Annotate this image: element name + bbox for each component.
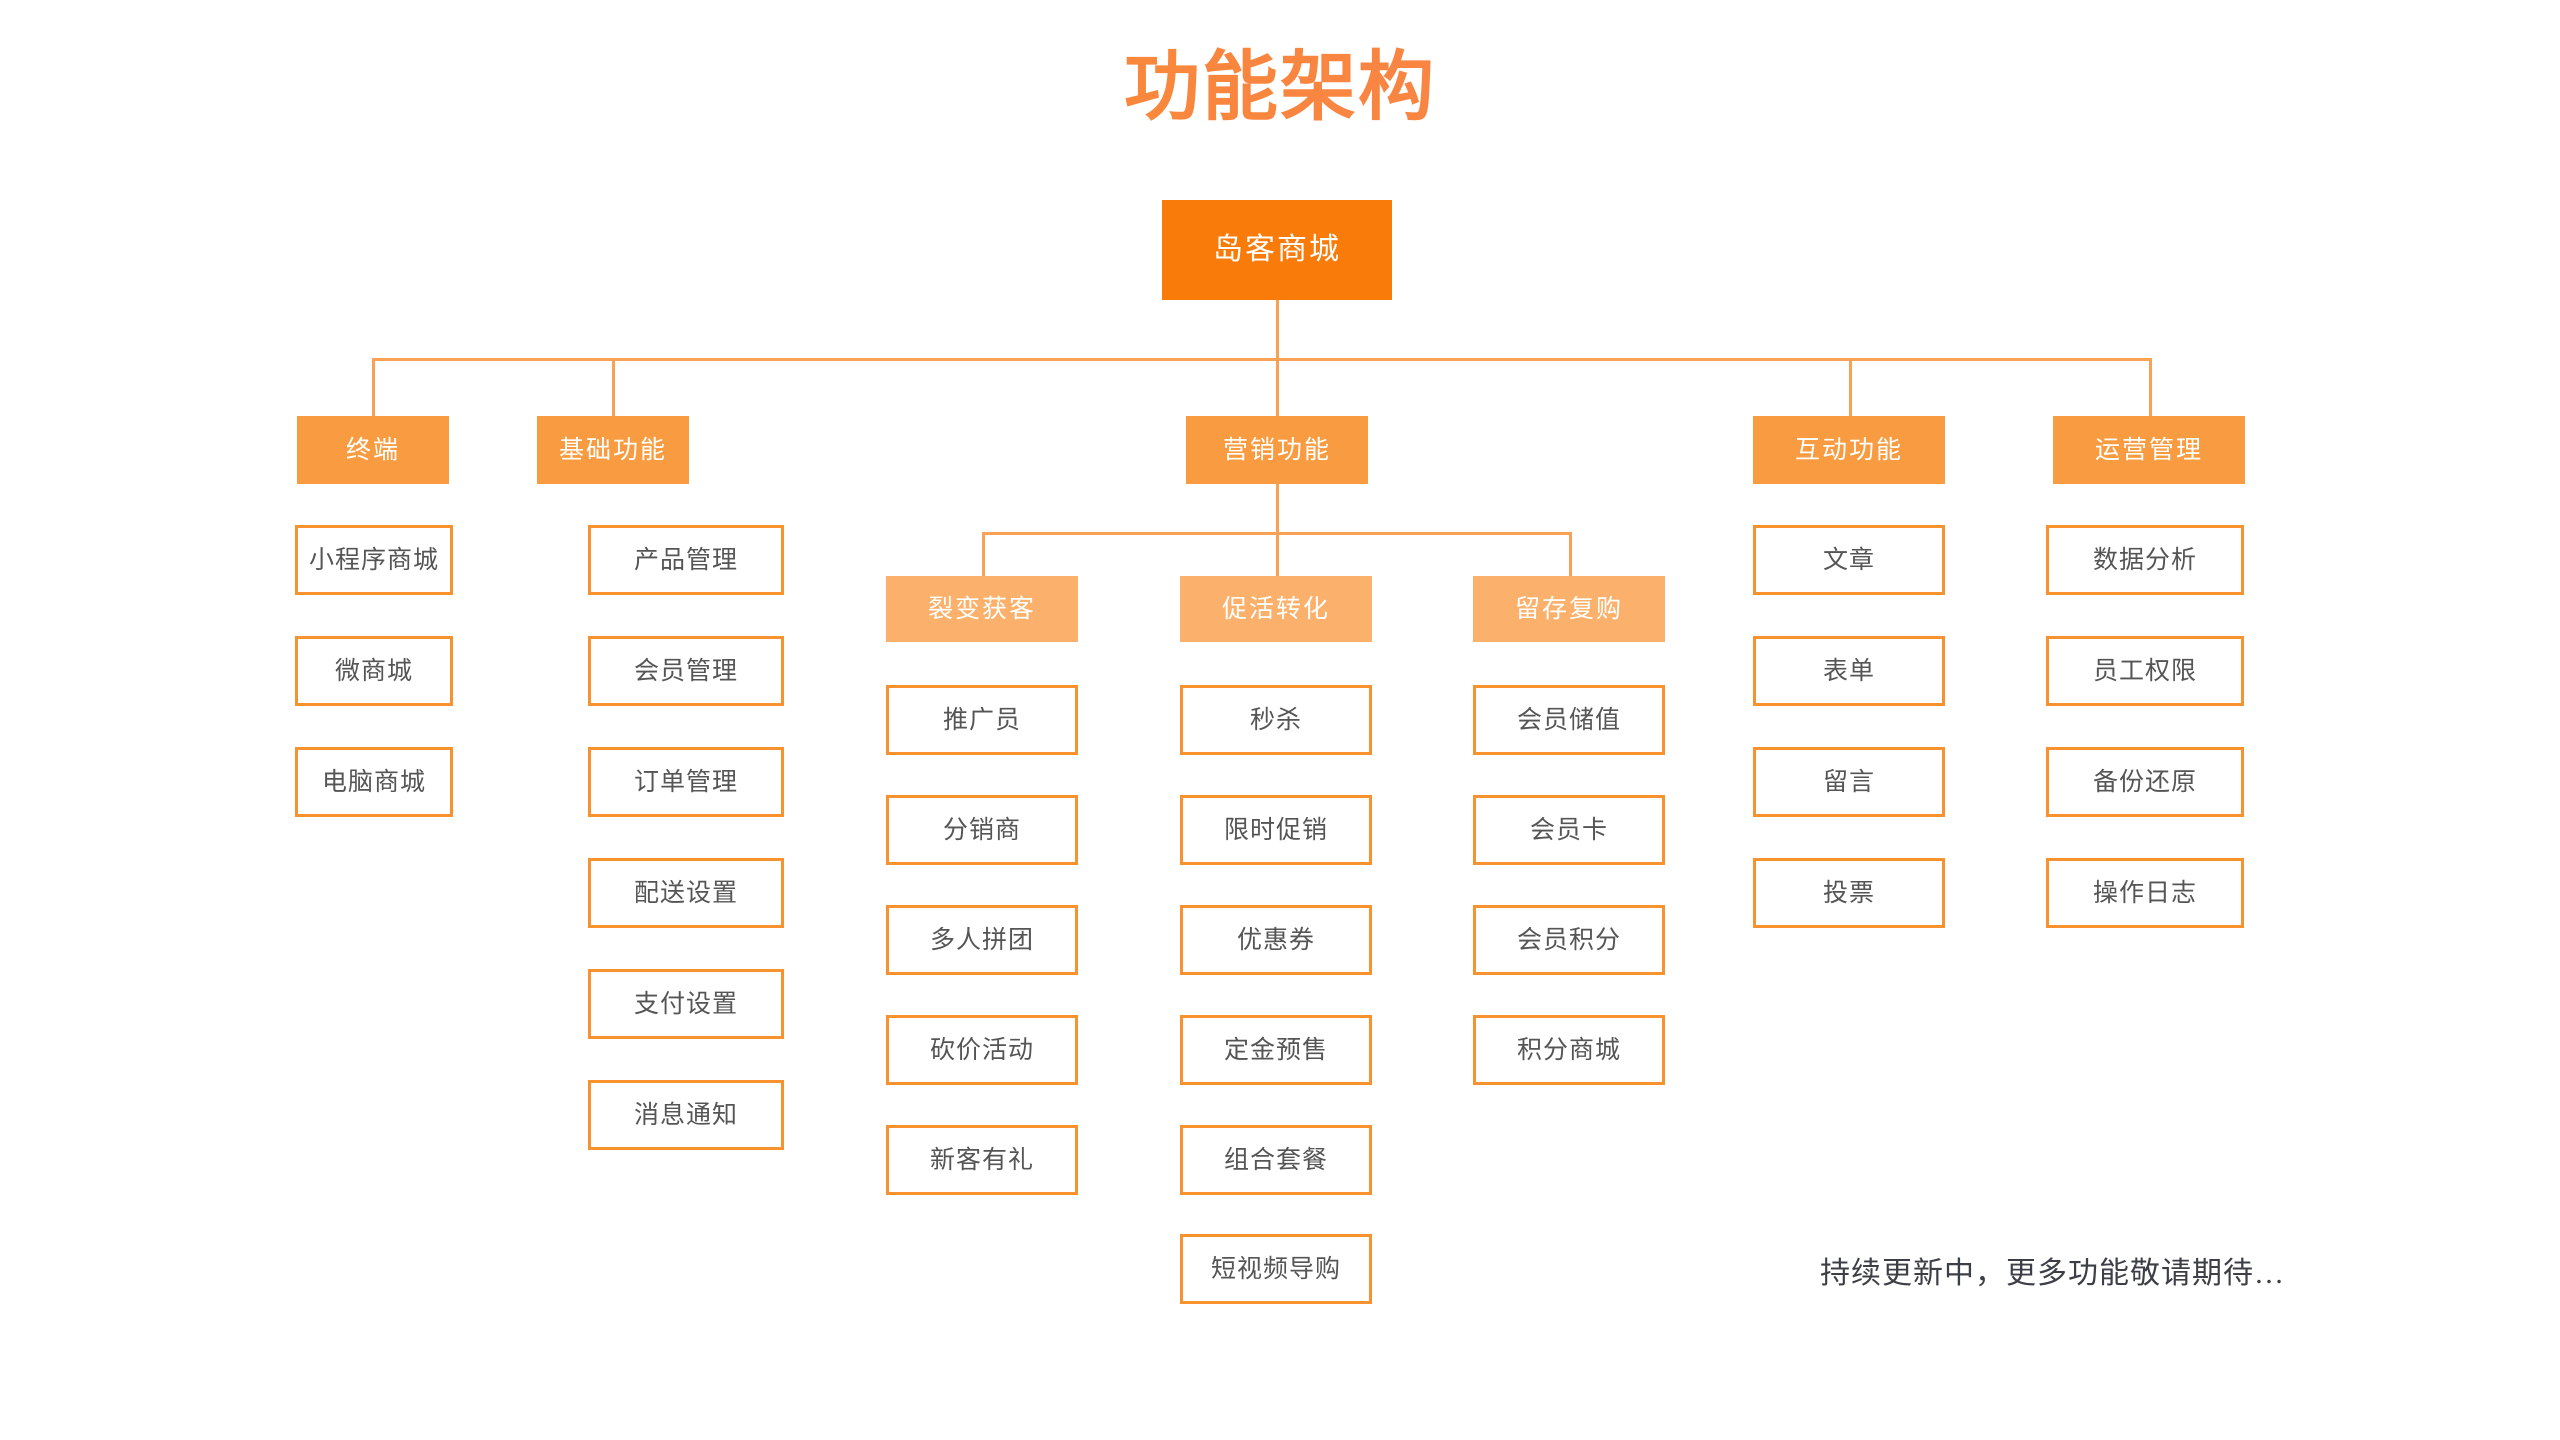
connector-root-down bbox=[1276, 300, 1279, 360]
connector-drop-basic bbox=[612, 358, 615, 418]
node-leaf-basic-1[interactable]: 会员管理 bbox=[588, 636, 784, 706]
node-leaf-operations-1[interactable]: 员工权限 bbox=[2046, 636, 2244, 706]
node-group-fission[interactable]: 裂变获客 bbox=[886, 576, 1078, 642]
node-branch-interactive[interactable]: 互动功能 bbox=[1753, 416, 1945, 484]
node-leaf-retention-0[interactable]: 会员储值 bbox=[1473, 685, 1665, 755]
node-branch-terminal[interactable]: 终端 bbox=[297, 416, 449, 484]
node-leaf-basic-0[interactable]: 产品管理 bbox=[588, 525, 784, 595]
connector-drop-marketing bbox=[1276, 358, 1279, 418]
node-leaf-interactive-2[interactable]: 留言 bbox=[1753, 747, 1945, 817]
node-leaf-fission-3[interactable]: 砍价活动 bbox=[886, 1015, 1078, 1085]
node-leaf-activation-1[interactable]: 限时促销 bbox=[1180, 795, 1372, 865]
node-group-activation[interactable]: 促活转化 bbox=[1180, 576, 1372, 642]
node-leaf-basic-5[interactable]: 消息通知 bbox=[588, 1080, 784, 1150]
connector-root-bus bbox=[372, 358, 2150, 361]
node-leaf-interactive-3[interactable]: 投票 bbox=[1753, 858, 1945, 928]
connector-marketing-down bbox=[1276, 484, 1279, 534]
node-leaf-retention-3[interactable]: 积分商城 bbox=[1473, 1015, 1665, 1085]
node-branch-marketing[interactable]: 营销功能 bbox=[1186, 416, 1368, 484]
connector-drop-activation bbox=[1276, 532, 1279, 578]
node-leaf-basic-3[interactable]: 配送设置 bbox=[588, 858, 784, 928]
node-leaf-terminal-0[interactable]: 小程序商城 bbox=[295, 525, 453, 595]
node-leaf-terminal-2[interactable]: 电脑商城 bbox=[295, 747, 453, 817]
node-leaf-activation-4[interactable]: 组合套餐 bbox=[1180, 1125, 1372, 1195]
node-leaf-activation-3[interactable]: 定金预售 bbox=[1180, 1015, 1372, 1085]
connector-drop-retention bbox=[1569, 532, 1572, 578]
node-leaf-activation-5[interactable]: 短视频导购 bbox=[1180, 1234, 1372, 1304]
node-leaf-retention-2[interactable]: 会员积分 bbox=[1473, 905, 1665, 975]
node-leaf-operations-2[interactable]: 备份还原 bbox=[2046, 747, 2244, 817]
node-leaf-terminal-1[interactable]: 微商城 bbox=[295, 636, 453, 706]
node-leaf-activation-2[interactable]: 优惠券 bbox=[1180, 905, 1372, 975]
node-leaf-fission-4[interactable]: 新客有礼 bbox=[886, 1125, 1078, 1195]
node-group-retention[interactable]: 留存复购 bbox=[1473, 576, 1665, 642]
node-root-daoke-mall[interactable]: 岛客商城 bbox=[1162, 200, 1392, 300]
node-leaf-interactive-1[interactable]: 表单 bbox=[1753, 636, 1945, 706]
node-leaf-fission-0[interactable]: 推广员 bbox=[886, 685, 1078, 755]
node-leaf-fission-2[interactable]: 多人拼团 bbox=[886, 905, 1078, 975]
node-leaf-activation-0[interactable]: 秒杀 bbox=[1180, 685, 1372, 755]
update-note: 持续更新中，更多功能敬请期待… bbox=[1820, 1257, 2285, 1290]
connector-drop-fission bbox=[982, 532, 985, 578]
node-leaf-retention-1[interactable]: 会员卡 bbox=[1473, 795, 1665, 865]
page-title: 功能架构 bbox=[0, 46, 2560, 130]
connector-drop-terminal bbox=[372, 358, 375, 418]
connector-drop-interactive bbox=[1849, 358, 1852, 418]
node-leaf-operations-0[interactable]: 数据分析 bbox=[2046, 525, 2244, 595]
node-leaf-basic-2[interactable]: 订单管理 bbox=[588, 747, 784, 817]
node-leaf-interactive-0[interactable]: 文章 bbox=[1753, 525, 1945, 595]
connector-drop-operations bbox=[2149, 358, 2152, 418]
node-branch-basic[interactable]: 基础功能 bbox=[537, 416, 689, 484]
node-branch-operations[interactable]: 运营管理 bbox=[2053, 416, 2245, 484]
node-leaf-fission-1[interactable]: 分销商 bbox=[886, 795, 1078, 865]
node-leaf-basic-4[interactable]: 支付设置 bbox=[588, 969, 784, 1039]
node-leaf-operations-3[interactable]: 操作日志 bbox=[2046, 858, 2244, 928]
